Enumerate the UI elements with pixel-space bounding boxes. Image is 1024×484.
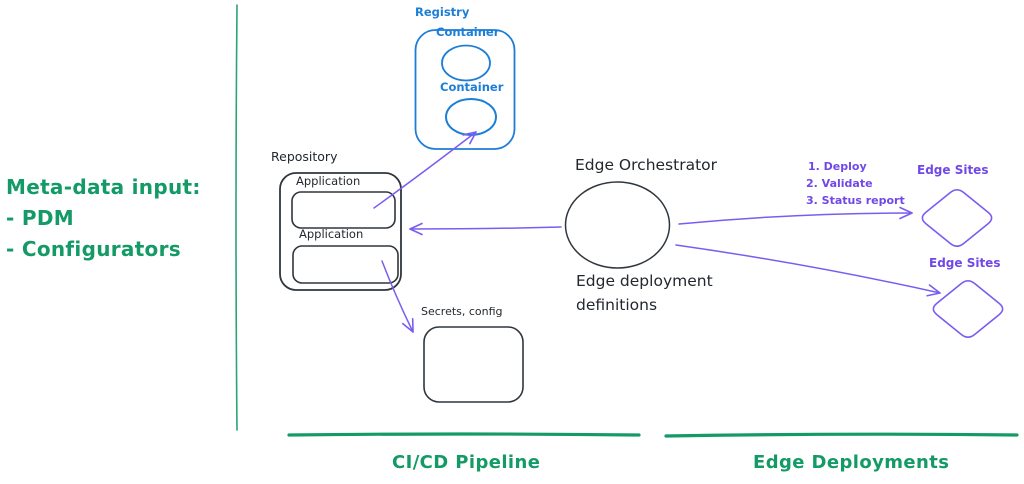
step-validate: 2. Validate: [806, 177, 873, 190]
arrow-application-to-secrets: [381, 260, 414, 333]
arrow-application-to-registry: [373, 131, 477, 209]
application-label-2: Application: [299, 227, 364, 241]
orchestrator-label: Edge Orchestrator: [575, 156, 718, 174]
step-status-report: 3. Status report: [806, 194, 905, 207]
registry-label: Registry: [415, 5, 470, 19]
application-label-1: Application: [296, 174, 361, 188]
orchestrator-circle: [564, 181, 671, 269]
application-box-2: [292, 245, 399, 284]
repository-box: [279, 172, 402, 291]
container-ellipse-1: [441, 44, 491, 82]
registry-box: [414, 29, 516, 150]
deployment-definitions-line1: Edge deployment: [576, 272, 713, 290]
deployment-definitions-line2: definitions: [576, 296, 658, 314]
edge-section-underline: [664, 432, 1019, 438]
arrow-orchestrator-to-edge-site-bottom: [675, 244, 941, 297]
arrow-orchestrator-to-edge-site-top: [678, 206, 913, 225]
edge-sites-label-top: Edge Sites: [917, 163, 989, 177]
arrow-orchestrator-to-repository: [409, 222, 562, 236]
repository-label: Repository: [271, 149, 338, 164]
secrets-config-label: Secrets, config: [421, 305, 503, 318]
meta-input-title: Meta-data input:: [6, 175, 201, 199]
secrets-config-box: [423, 326, 524, 403]
cicd-section-underline: [287, 432, 641, 437]
meta-input-item-pdm: - PDM: [6, 206, 74, 230]
step-deploy: 1. Deploy: [808, 160, 867, 173]
container-label-1: Container: [436, 25, 500, 39]
container-label-2: Container: [440, 80, 504, 94]
application-box-1: [291, 191, 396, 229]
edge-site-diamond-bottom: [932, 280, 1004, 338]
cicd-pipeline-section-label: CI/CD Pipeline: [392, 452, 541, 473]
container-ellipse-2: [445, 98, 497, 136]
vertical-divider-line: [235, 4, 238, 431]
edge-deployments-section-label: Edge Deployments: [753, 452, 950, 473]
meta-input-item-configurators: - Configurators: [6, 237, 181, 261]
edge-site-diamond-top: [921, 189, 993, 247]
edge-sites-label-bottom: Edge Sites: [929, 256, 1001, 270]
